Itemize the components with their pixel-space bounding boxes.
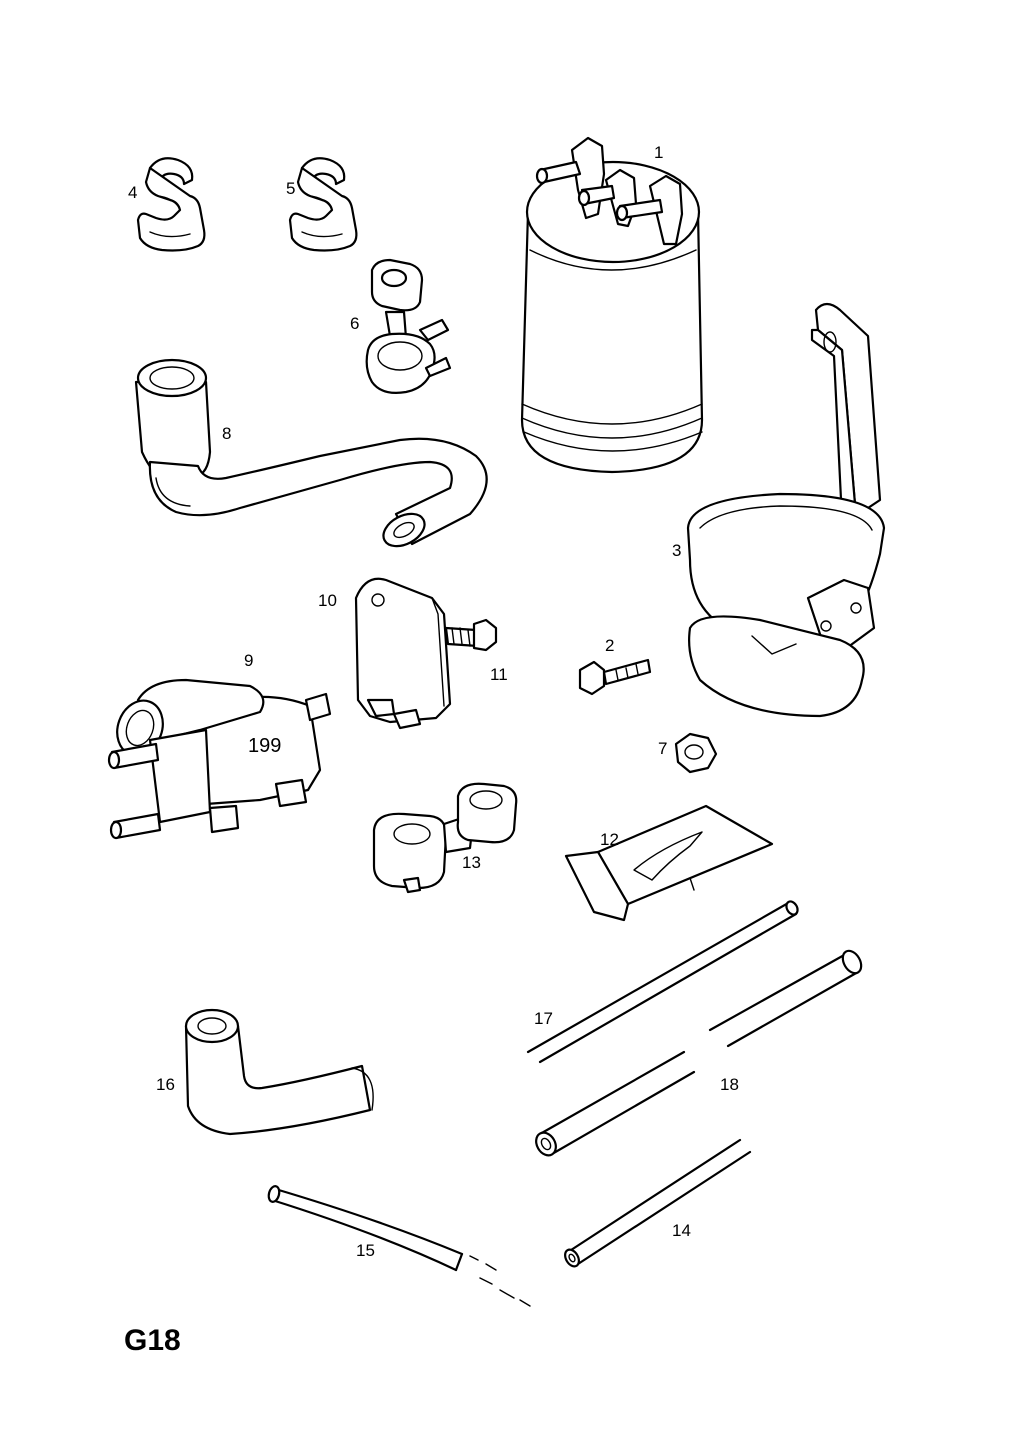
part-1-carbon-canister: 1	[520, 136, 704, 474]
callout-5: 5	[286, 179, 295, 198]
callout-2: 2	[605, 636, 614, 655]
callout-11: 11	[490, 665, 508, 684]
part-10-mounting-plate: 10	[318, 577, 452, 730]
callout-3: 3	[672, 541, 681, 560]
callout-17: 17	[534, 1009, 553, 1028]
callout-12: 12	[600, 830, 619, 849]
part-4-clip	[136, 157, 206, 252]
part-18-tube: 18	[535, 949, 863, 1157]
callout-15: 15	[356, 1241, 375, 1260]
part-9-solenoid-valve: 199 9	[107, 651, 332, 840]
callout-7: 7	[658, 739, 667, 758]
part-3-canister-bracket: 3	[672, 302, 886, 718]
part-16-elbow-hose: 16	[156, 1008, 374, 1136]
callout-10: 10	[318, 591, 337, 610]
part-14-tube: 14	[564, 1138, 752, 1268]
part-11-screw: 11	[444, 618, 508, 684]
part-15-hose: 15	[267, 1185, 531, 1307]
callout-4: 4	[128, 183, 137, 202]
callout-16: 16	[156, 1075, 175, 1094]
callout-8: 8	[222, 424, 231, 443]
callout-6: 6	[350, 314, 359, 333]
part-8-formed-hose: 8	[134, 358, 488, 548]
sheet-code: G18	[124, 1324, 181, 1357]
part-12-shield: 12	[564, 804, 774, 922]
part-13-double-clip: 13	[372, 782, 518, 894]
part-6-double-clip	[365, 258, 452, 394]
part-17-tube: 17	[526, 900, 799, 1064]
callout-1: 1	[654, 143, 663, 162]
part-2-bolt: 2	[578, 636, 652, 696]
callout-13: 13	[462, 853, 481, 872]
valve-stamp: 199	[248, 735, 281, 757]
callout-18: 18	[720, 1075, 739, 1094]
callout-9: 9	[244, 651, 253, 670]
part-5-clip	[288, 157, 358, 252]
part-7-nut: 7	[658, 732, 718, 774]
callout-14: 14	[672, 1221, 691, 1240]
